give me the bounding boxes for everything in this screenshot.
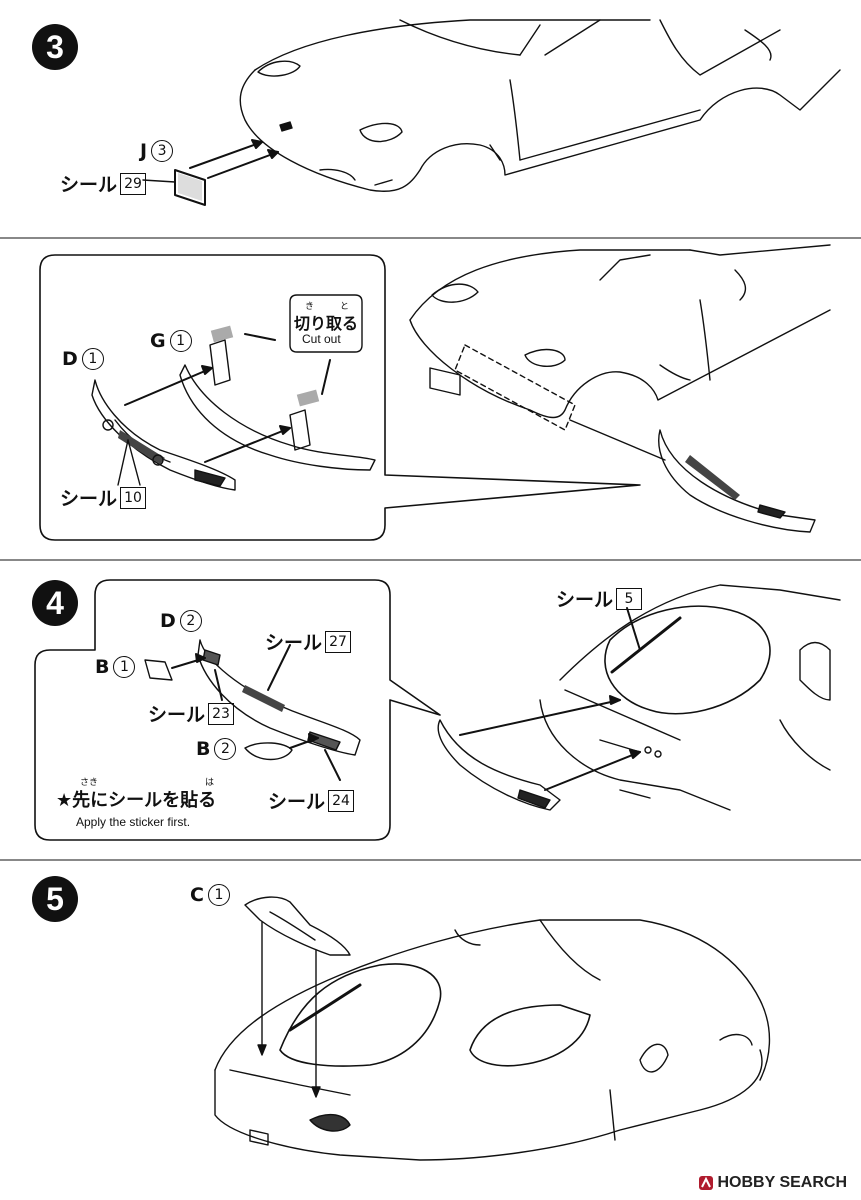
seal-number: 29 bbox=[120, 172, 147, 195]
seal-text: シール bbox=[60, 174, 118, 196]
seal-label-5: シール 5 bbox=[556, 585, 643, 612]
step5-car bbox=[214, 919, 771, 1161]
part-letter: C bbox=[190, 884, 204, 906]
part-number: 1 bbox=[207, 884, 230, 906]
seal-label-23: シール 23 bbox=[148, 700, 235, 727]
step4-spoiler-right bbox=[437, 719, 561, 811]
part-letter: D bbox=[62, 348, 78, 370]
seal-number: 24 bbox=[328, 789, 355, 812]
step4-lenses bbox=[144, 659, 293, 761]
part-number: 3 bbox=[151, 140, 174, 162]
detail-dashed bbox=[454, 344, 576, 431]
detail-callout-frame bbox=[39, 254, 641, 541]
seal-text: シール bbox=[268, 791, 326, 813]
part-letter: G bbox=[150, 330, 166, 352]
seal-label-10: シール 10 bbox=[60, 484, 147, 511]
note-ruby-saki: さき bbox=[80, 778, 99, 788]
seal-number: 23 bbox=[208, 702, 235, 725]
cut-ruby-to: と bbox=[340, 302, 350, 312]
step5-arrows bbox=[257, 921, 321, 1098]
detail-bumper-right bbox=[569, 419, 816, 533]
cut-callout-bubble bbox=[289, 294, 363, 353]
seal-label-27: シール 27 bbox=[265, 628, 352, 655]
part-letter: J bbox=[140, 140, 148, 162]
hobby-search-logo-icon bbox=[698, 1176, 713, 1190]
step-number-badge: 3 bbox=[32, 24, 78, 70]
sticker-first-en: Apply the sticker first. bbox=[76, 815, 191, 829]
part-label-b1: B 1 bbox=[95, 656, 136, 678]
sticker-first-jp: ★先にシールを貼る bbox=[56, 790, 217, 811]
part-number: 1 bbox=[169, 330, 192, 352]
part-label-d1: D 1 bbox=[62, 348, 104, 370]
seal-label-29: シール 29 bbox=[60, 170, 147, 197]
step3-arrows bbox=[189, 139, 279, 179]
detail-bumper-d1 bbox=[91, 379, 236, 491]
part-label-b2: B 2 bbox=[196, 738, 237, 760]
step3-car-front bbox=[239, 19, 841, 192]
part-label-c1: C 1 bbox=[190, 884, 230, 906]
part-letter: B bbox=[95, 656, 110, 678]
part-number: 1 bbox=[113, 656, 136, 678]
step3-plate bbox=[142, 169, 206, 206]
step-number-badge: 4 bbox=[32, 580, 78, 626]
cut-ruby-ki: き bbox=[305, 302, 315, 312]
detail-arrows bbox=[124, 333, 331, 463]
seal-label-24: シール 24 bbox=[268, 787, 355, 814]
seal-number: 10 bbox=[120, 486, 147, 509]
step-number-badge: 5 bbox=[32, 876, 78, 922]
seal-text: シール bbox=[148, 704, 206, 726]
detail-car-front bbox=[409, 244, 831, 419]
hobby-search-watermark: HOBBY SEARCH bbox=[698, 1174, 848, 1192]
note-ruby-ha: は bbox=[205, 778, 215, 788]
leader bbox=[127, 439, 141, 486]
part-label-j3: J 3 bbox=[140, 140, 174, 162]
part-label-d2: D 2 bbox=[160, 610, 202, 632]
part-label-g1: G 1 bbox=[150, 330, 192, 352]
watermark-text: HOBBY SEARCH bbox=[717, 1174, 848, 1191]
step5-wing bbox=[244, 896, 351, 956]
part-number: 2 bbox=[214, 738, 237, 760]
detail-bumper-g1 bbox=[179, 325, 376, 471]
step4-arrows bbox=[171, 644, 341, 781]
part-letter: D bbox=[160, 610, 176, 632]
part-number: 2 bbox=[179, 610, 202, 632]
seal-text: シール bbox=[556, 589, 614, 611]
seal-text: シール bbox=[265, 632, 323, 654]
part-letter: B bbox=[196, 738, 211, 760]
seal-number: 5 bbox=[616, 587, 643, 610]
step4-car-arrows bbox=[459, 607, 641, 791]
step4-callout-frame bbox=[34, 579, 441, 841]
step4-spoiler bbox=[197, 639, 361, 756]
seal-text: シール bbox=[60, 488, 118, 510]
part-number: 1 bbox=[81, 348, 104, 370]
seal-number: 27 bbox=[325, 630, 352, 653]
leader bbox=[117, 439, 129, 486]
cut-out-jp: 切り取る bbox=[294, 314, 359, 333]
cut-out-en: Cut out bbox=[302, 332, 341, 346]
step4-car-rear bbox=[539, 584, 841, 811]
